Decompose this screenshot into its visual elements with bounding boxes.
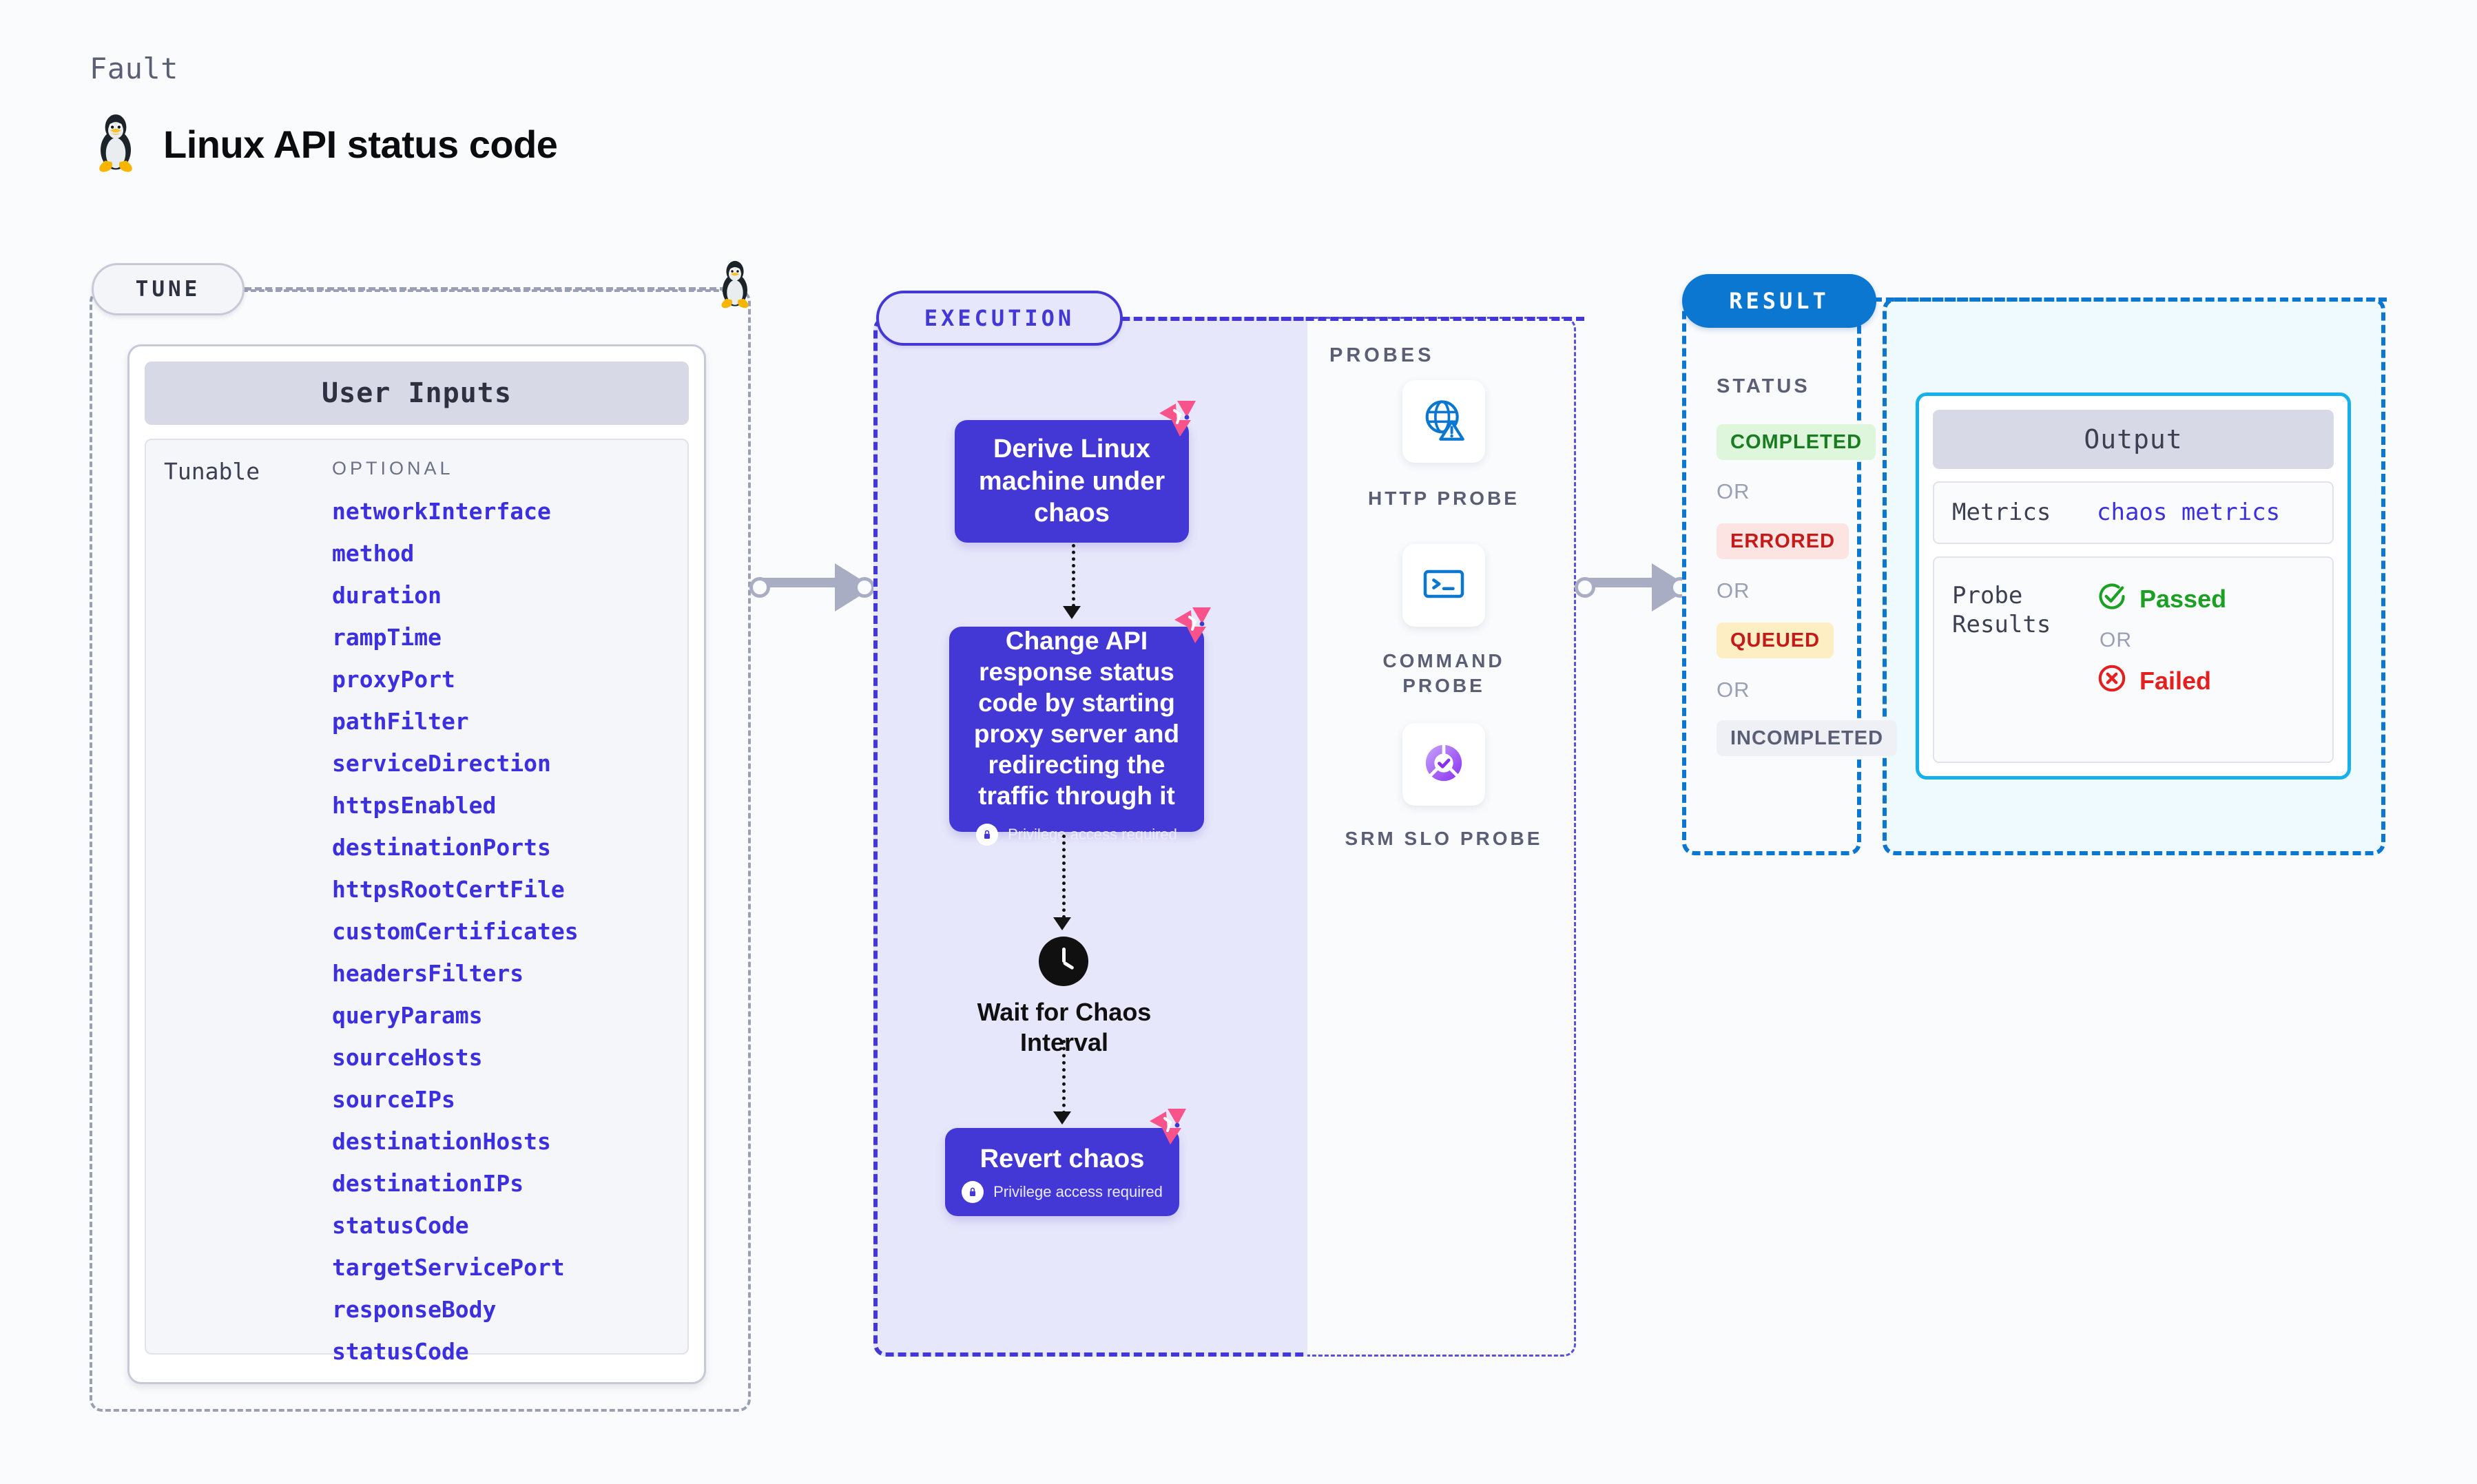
- globe-warning-icon: [1418, 395, 1469, 449]
- tunable-item[interactable]: targetServicePort: [332, 1254, 565, 1281]
- tune-connector-dashed: [245, 287, 727, 291]
- tunable-item[interactable]: duration: [332, 582, 442, 609]
- metrics-value[interactable]: chaos metrics: [2097, 499, 2281, 527]
- step-revert-label: Revert chaos: [980, 1144, 1145, 1173]
- probe-label-srm-slo: SRM SLO PROBE: [1345, 828, 1543, 849]
- execution-chip[interactable]: EXECUTION: [876, 291, 1123, 346]
- check-circle-icon: [2097, 581, 2127, 618]
- tunables-body: Tunable OPTIONAL networkInterface method d…: [145, 439, 689, 1363]
- flow-arrow-3: [1053, 1111, 1071, 1125]
- tunable-item[interactable]: httpsRootCertFile: [332, 876, 565, 903]
- tunable-item[interactable]: sourceIPs: [332, 1086, 455, 1113]
- probe-results-values: Passed OR Failed: [2097, 581, 2226, 700]
- status-badge-incompleted: INCOMPLETED: [1717, 720, 1898, 756]
- probe-result-passed: Passed: [2097, 581, 2226, 618]
- output-card-title: Output: [1933, 410, 2334, 469]
- tunable-item[interactable]: httpsEnabled: [332, 792, 497, 819]
- tunable-item[interactable]: method: [332, 540, 415, 567]
- status-badge-errored: ERRORED: [1717, 523, 1849, 559]
- tunable-item[interactable]: serviceDirection: [332, 750, 551, 777]
- status-or-2: OR: [1717, 578, 1750, 603]
- probe-tile-command[interactable]: [1402, 544, 1485, 627]
- status-or-3: OR: [1717, 678, 1750, 702]
- status-or-1: OR: [1717, 479, 1750, 503]
- status-badge-queued: QUEUED: [1717, 623, 1834, 658]
- clock-icon: [1039, 937, 1088, 986]
- privilege-note-revert: Privilege access required: [962, 1180, 1163, 1203]
- privilege-note-change: Privilege access required: [976, 824, 1177, 846]
- metrics-key: Metrics: [1952, 499, 2051, 526]
- passed-label: Passed: [2139, 585, 2227, 613]
- flow-arrow-1: [1063, 606, 1081, 619]
- step-derive-machine[interactable]: Derive Linux machine under chaos: [955, 401, 1196, 543]
- probe-label-http: HTTP PROBE: [1368, 488, 1520, 509]
- lock-icon: [962, 1180, 984, 1203]
- flow-dots-1: [1072, 544, 1075, 607]
- tunable-item[interactable]: customCertificates: [332, 918, 579, 945]
- tunable-item[interactable]: destinationPorts: [332, 834, 551, 861]
- step-derive-label: Derive Linux machine under chaos: [978, 435, 1165, 528]
- failed-label: Failed: [2139, 667, 2212, 695]
- tunable-item[interactable]: statusCode: [332, 1212, 469, 1239]
- x-circle-icon: [2097, 663, 2127, 700]
- tunable-item[interactable]: responseBody: [332, 1296, 497, 1323]
- result-panel: [1682, 297, 1861, 855]
- probe-result-or: OR: [2100, 628, 2132, 651]
- execution-connector-dashed: [1121, 317, 1584, 321]
- privilege-note-text: Privilege access required: [993, 1182, 1163, 1200]
- tune-chip[interactable]: TUNE: [92, 263, 245, 315]
- probe-result-failed: Failed: [2097, 663, 2226, 700]
- flow-dots-3: [1062, 1040, 1066, 1114]
- probe-tile-http[interactable]: [1402, 380, 1485, 463]
- linux-penguin-icon: [93, 114, 138, 174]
- step-revert-chaos[interactable]: Revert chaos Privilege access required: [945, 1109, 1186, 1216]
- linux-penguin-icon-small: [716, 260, 754, 310]
- output-metrics-row: Metrics chaos metrics: [1933, 481, 2334, 544]
- tunable-item[interactable]: networkInterface: [332, 498, 551, 525]
- page-title: Linux API status code: [163, 122, 558, 166]
- probes-section-title: PROBES: [1329, 344, 1435, 366]
- probe-tile-srm-slo[interactable]: [1402, 723, 1485, 806]
- result-connector-dashed: [1874, 297, 2387, 302]
- tunable-item[interactable]: queryParams: [332, 1002, 483, 1029]
- tunable-item[interactable]: pathFilter: [332, 708, 469, 735]
- step-wait-label: Wait for Chaos Interval: [977, 998, 1152, 1056]
- page-title-row: Linux API status code: [93, 114, 558, 174]
- result-chip[interactable]: RESULT: [1682, 274, 1876, 328]
- tunable-item[interactable]: rampTime: [332, 624, 442, 651]
- terminal-icon: [1419, 559, 1469, 612]
- tunables-list: networkInterface method duration rampTime pr…: [332, 500, 687, 1363]
- tunable-item[interactable]: destinationHosts: [332, 1128, 551, 1155]
- tunable-group-label: Tunable: [164, 458, 260, 485]
- page-kicker: Fault: [90, 52, 178, 85]
- tunable-item[interactable]: proxyPort: [332, 666, 455, 693]
- step-change-label: Change API response status code by start…: [973, 626, 1180, 811]
- lock-icon: [976, 824, 999, 846]
- slo-donut-check-icon: [1418, 737, 1470, 793]
- probe-label-command: COMMAND PROBE: [1382, 650, 1505, 697]
- tunables-column: OPTIONAL networkInterface method duration r…: [332, 458, 687, 1363]
- probes-panel: [1307, 317, 1576, 1357]
- status-section-title: STATUS: [1717, 375, 1810, 397]
- tunable-item[interactable]: headersFilters: [332, 960, 524, 987]
- status-badge-completed: COMPLETED: [1717, 424, 1876, 460]
- optional-label: OPTIONAL: [332, 458, 454, 479]
- user-inputs-title: User Inputs: [145, 362, 689, 425]
- user-inputs-card: User Inputs Tunable OPTIONAL networkInte…: [127, 344, 706, 1384]
- privilege-note-text: Privilege access required: [1008, 825, 1177, 843]
- tunable-item[interactable]: statusCode: [332, 1338, 469, 1365]
- tune-panel: [90, 289, 751, 1412]
- flow-arrow-2: [1053, 917, 1071, 930]
- tunable-item[interactable]: sourceHosts: [332, 1044, 483, 1071]
- tunable-item[interactable]: destinationIPs: [332, 1170, 524, 1197]
- flow-dots-2: [1062, 835, 1066, 919]
- step-change-status-code[interactable]: Change API response status code by start…: [949, 607, 1211, 846]
